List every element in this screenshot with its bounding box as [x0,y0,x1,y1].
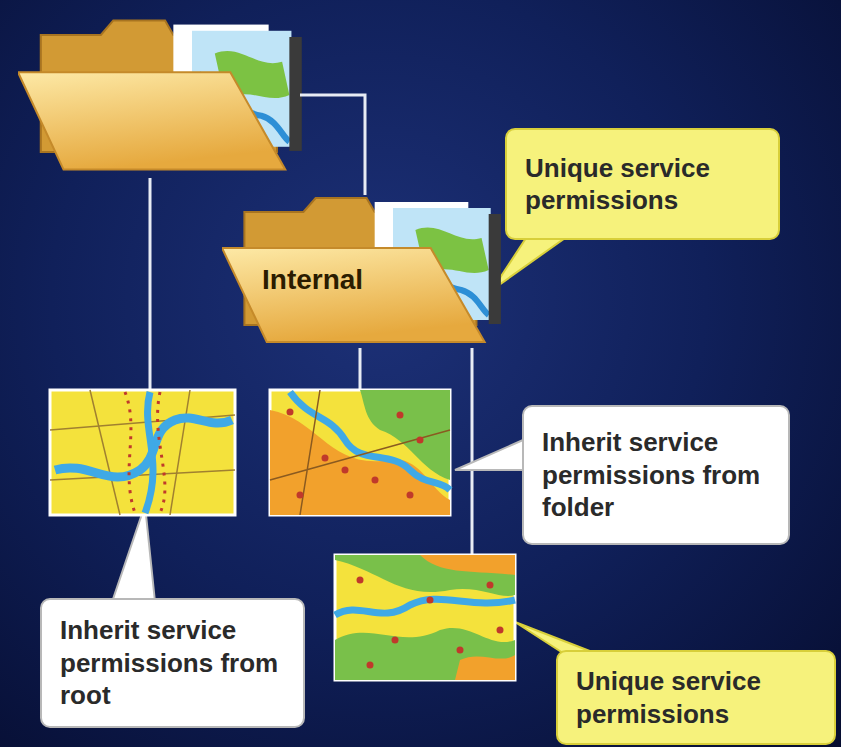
map-image [270,390,450,515]
callout-text: Unique service permissions [525,152,760,217]
map-image [50,390,235,515]
folder-label: Internal [262,262,363,297]
callout-box: Inherit service permissions from root [40,598,305,728]
callout-tail [112,505,155,602]
callout-tail [455,440,523,470]
callout-box: Inherit service permissions from folder [522,405,790,545]
callout-tail [492,232,565,290]
callout-text: Inherit service permissions from root [60,614,285,712]
callout-text: Unique service permissions [576,665,816,730]
root-folder [18,20,302,169]
callout-box: Unique service permissions [556,650,836,745]
map-image [335,555,515,680]
callout-text: Inherit service permissions from folder [542,426,770,524]
callout-box: Unique service permissions [505,128,780,240]
folder-node: Internal [222,190,507,350]
